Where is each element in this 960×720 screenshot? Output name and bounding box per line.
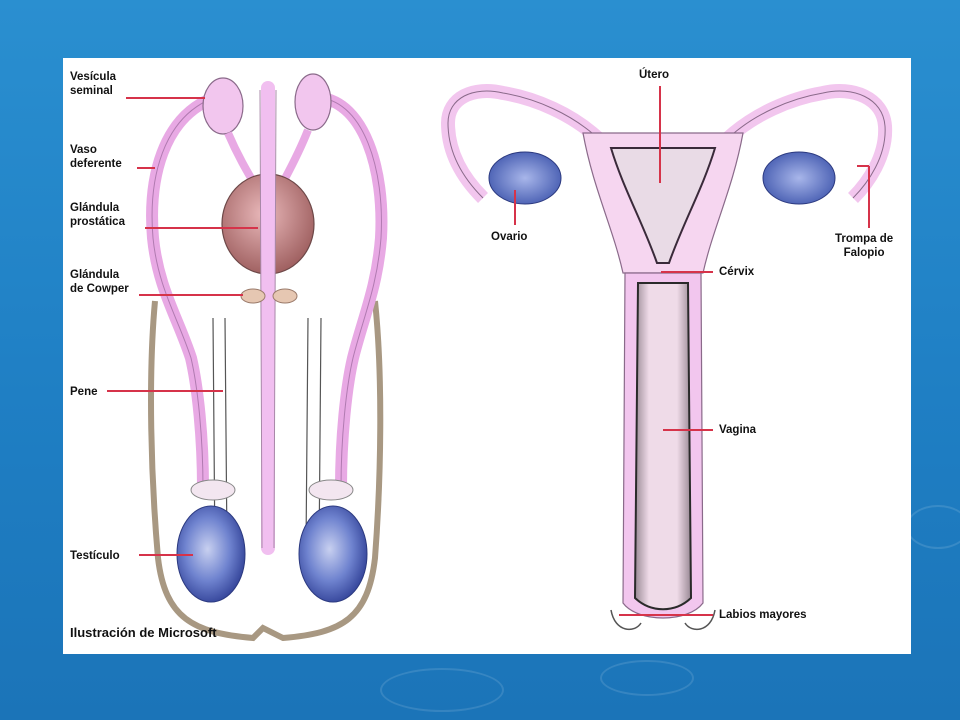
label-glandula-prostatica: Glándula prostática bbox=[70, 202, 125, 228]
epididymis-right bbox=[308, 479, 354, 501]
background-ripple bbox=[906, 505, 960, 549]
label-vesicula-seminal: Vesícula seminal bbox=[70, 71, 117, 97]
cowper-gland-right bbox=[272, 288, 298, 304]
label-glandula-cowper: Glándula de Cowper bbox=[70, 269, 129, 295]
label-vaso-deferente: Vaso deferente bbox=[70, 144, 122, 170]
label-vagina: Vagina bbox=[719, 424, 757, 436]
labia bbox=[610, 609, 716, 631]
male-diagram bbox=[107, 73, 388, 642]
background-ripple bbox=[380, 668, 504, 712]
female-leader-lines bbox=[514, 86, 870, 616]
label-labios-mayores: Labios mayores bbox=[719, 609, 807, 621]
ovary-right bbox=[762, 151, 836, 205]
ovary-left bbox=[488, 151, 562, 205]
label-utero: Útero bbox=[639, 69, 670, 81]
male-leader-lines bbox=[107, 97, 258, 556]
seminal-vesicle-left bbox=[202, 77, 244, 135]
scrotum-outline bbox=[148, 300, 384, 642]
vaginal-canal bbox=[633, 282, 693, 611]
vas-deferens-left-line bbox=[151, 97, 214, 489]
vas-deferens-right-line bbox=[320, 97, 382, 489]
anatomy-illustration bbox=[107, 73, 893, 642]
label-pene: Pene bbox=[70, 386, 98, 398]
fallopian-tube-right-line bbox=[722, 90, 886, 199]
label-cervix: Cérvix bbox=[719, 266, 755, 278]
female-diagram bbox=[440, 84, 893, 631]
seminal-vesicle-right bbox=[294, 73, 332, 131]
diagram-panel: Vesícula seminal Vaso deferente Glándula… bbox=[63, 58, 911, 654]
epididymis-left bbox=[190, 479, 236, 501]
label-ovario: Ovario bbox=[491, 231, 528, 243]
label-testiculo: Testículo bbox=[70, 550, 120, 562]
fallopian-tube-left-line bbox=[447, 90, 604, 199]
urethra-outline bbox=[259, 89, 277, 549]
penis-outline bbox=[212, 317, 322, 559]
testicle-right bbox=[298, 505, 368, 603]
cowper-gland-left bbox=[240, 288, 266, 304]
background-ripple bbox=[600, 660, 694, 696]
uterus-cavity bbox=[609, 147, 717, 264]
label-trompa-falopio: Trompa de Falopio bbox=[835, 233, 894, 259]
credit-text: Ilustración de Microsoft bbox=[70, 625, 217, 640]
